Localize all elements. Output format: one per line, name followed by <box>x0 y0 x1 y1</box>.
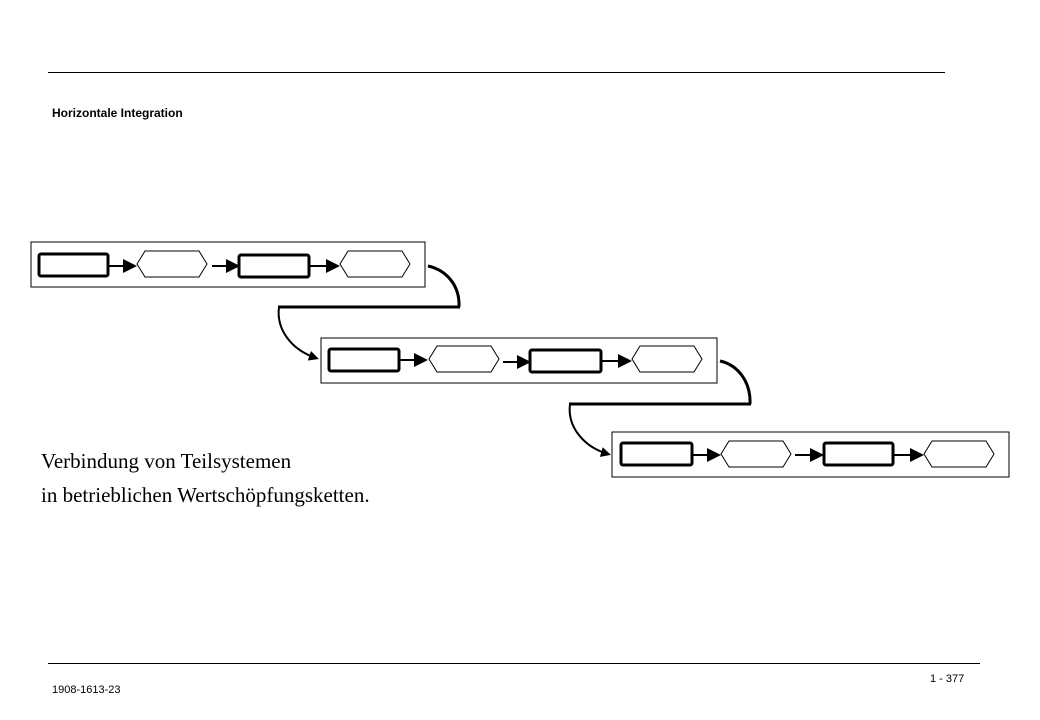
function-box <box>327 347 401 373</box>
page-title: Horizontale Integration <box>52 106 183 120</box>
page-number: 1 - 377 <box>930 673 965 685</box>
function-box <box>822 441 895 467</box>
chain-frame <box>320 337 718 384</box>
function-box <box>528 348 603 374</box>
event-hexagon <box>136 250 208 278</box>
chain-frame <box>611 431 1010 478</box>
event-hexagon <box>428 345 500 373</box>
function-box <box>237 253 311 279</box>
caption: Verbindung von Teilsystemen in betriebli… <box>41 444 370 512</box>
event-hexagon <box>631 345 703 373</box>
event-hexagon <box>923 440 995 468</box>
process-chain-1 <box>30 241 426 288</box>
event-hexagon <box>720 440 792 468</box>
caption-line-1: Verbindung von Teilsystemen <box>41 449 292 473</box>
chain-connector-1 <box>277 264 461 361</box>
chain-connector-2 <box>568 359 752 457</box>
event-hexagon <box>339 250 411 278</box>
function-box <box>619 441 694 467</box>
document-id: 1908-1613-23 <box>52 684 121 696</box>
process-chain-3 <box>611 431 1010 478</box>
function-box <box>37 252 110 278</box>
bottom-rule <box>48 663 980 664</box>
caption-line-2: in betrieblichen Wertschöpfungsketten. <box>41 483 370 507</box>
chain-frame <box>30 241 426 288</box>
process-chain-2 <box>320 337 718 384</box>
top-rule <box>48 72 945 73</box>
